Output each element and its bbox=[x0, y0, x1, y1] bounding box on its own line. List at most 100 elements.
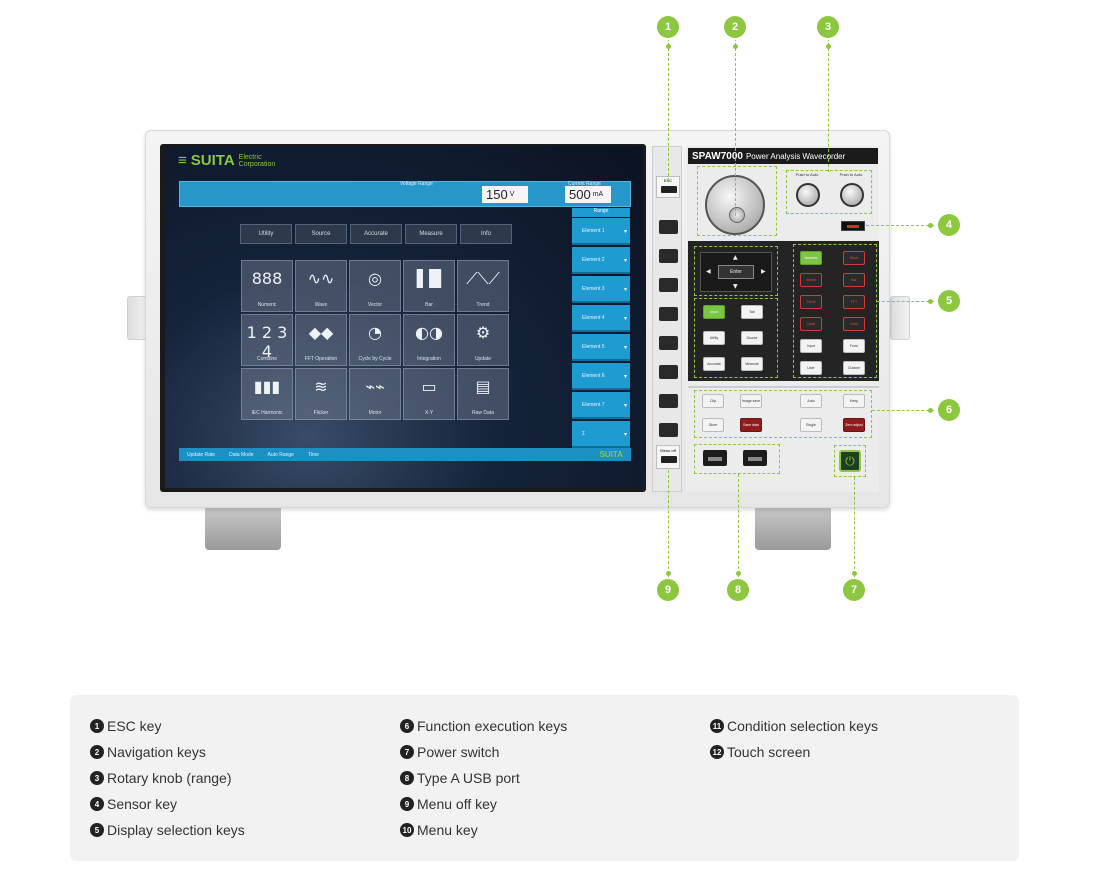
element-button-6[interactable]: Element 6▾ bbox=[572, 363, 630, 390]
voltage-range-knob[interactable] bbox=[796, 183, 820, 207]
display-key-hold[interactable]: Hold bbox=[843, 317, 865, 331]
arrow-up-icon[interactable]: ▲ bbox=[733, 254, 738, 261]
tile-bar[interactable]: ▐▐▌Bar bbox=[403, 260, 455, 312]
menu-key-7[interactable] bbox=[659, 394, 678, 408]
menu-key-3[interactable] bbox=[659, 278, 678, 292]
usb-port-1[interactable] bbox=[703, 450, 727, 466]
tile-x-y[interactable]: ▭X-Y bbox=[403, 368, 455, 420]
screen-tab-accurate[interactable]: Accurate bbox=[350, 224, 402, 244]
function-key-keep[interactable]: Keep bbox=[843, 394, 865, 408]
tile-raw-data[interactable]: ▤Raw Data bbox=[457, 368, 509, 420]
arrow-left-icon[interactable]: ◀ bbox=[706, 268, 711, 275]
usb-port-2[interactable] bbox=[743, 450, 767, 466]
screen-tab-source[interactable]: Source bbox=[295, 224, 347, 244]
display-key-form[interactable]: Form bbox=[843, 339, 865, 353]
display-key-user[interactable]: User bbox=[800, 361, 822, 375]
legend-number: 7 bbox=[400, 745, 414, 759]
display-key-fft[interactable]: FFT bbox=[843, 295, 865, 309]
power-icon: ⏻ bbox=[845, 453, 855, 468]
left-handle bbox=[127, 296, 147, 340]
tile-wave[interactable]: ∿∿Wave bbox=[295, 260, 347, 312]
callout-7: 7 bbox=[843, 579, 865, 601]
screen-tab-utility[interactable]: Utility bbox=[240, 224, 292, 244]
tile-vector[interactable]: ◎Vector bbox=[349, 260, 401, 312]
function-key-image-save[interactable]: Image save bbox=[740, 394, 762, 408]
tile-label: Cycle by Cycle bbox=[358, 356, 392, 362]
arrow-down-icon[interactable]: ▼ bbox=[733, 283, 738, 290]
menu-key-4[interactable] bbox=[659, 307, 678, 321]
power-switch[interactable]: ⏻ bbox=[839, 450, 861, 472]
status-bar: Update Rate Data Mode Auto Range Time SU… bbox=[179, 448, 631, 461]
callout-3: 3 bbox=[817, 16, 839, 38]
tile-label: FFT Operation bbox=[304, 356, 338, 362]
menu-key-1[interactable] bbox=[659, 220, 678, 234]
tile-cycle-by-cycle[interactable]: ◔Cycle by Cycle bbox=[349, 314, 401, 366]
function-key-auto[interactable]: Auto bbox=[800, 394, 822, 408]
tile-fft-operation[interactable]: ◆◆FFT Operation bbox=[295, 314, 347, 366]
legend-label: Display selection keys bbox=[107, 822, 245, 838]
element-button-4[interactable]: Element 4▾ bbox=[572, 305, 630, 332]
tile-trend[interactable]: ⟋⟍⟋Trend bbox=[457, 260, 509, 312]
element-button-8[interactable]: Σ▾ bbox=[572, 421, 630, 448]
legend-number: 2 bbox=[90, 745, 104, 759]
element-button-5[interactable]: Element 5▾ bbox=[572, 334, 630, 361]
function-key-zero-adjust[interactable]: Zero adjust bbox=[843, 418, 865, 432]
tile-integration[interactable]: ◐◑Integration bbox=[403, 314, 455, 366]
status-logo: SUITA bbox=[599, 450, 623, 459]
current-range-knob[interactable] bbox=[840, 183, 864, 207]
callout-6: 6 bbox=[938, 399, 960, 421]
display-key-wave[interactable]: Wave bbox=[843, 251, 865, 265]
menu-key-8[interactable] bbox=[659, 423, 678, 437]
display-key-cycle[interactable]: Cycle bbox=[800, 317, 822, 331]
screen-tab-measure[interactable]: Measure bbox=[405, 224, 457, 244]
tile-label: Update bbox=[474, 356, 492, 362]
navigation-keys[interactable]: ▲ ▼ ◀ ▶ Enter bbox=[700, 252, 772, 292]
display-key-bar[interactable]: Bar bbox=[843, 273, 865, 287]
enter-key[interactable]: Enter bbox=[718, 265, 754, 279]
condition-key-measure[interactable]: Measure bbox=[741, 357, 763, 371]
display-key-vector[interactable]: Vector bbox=[800, 273, 822, 287]
function-key-store[interactable]: Store bbox=[702, 418, 724, 432]
display-key-custom[interactable]: Custom bbox=[843, 361, 865, 375]
screen-tab-info[interactable]: Info bbox=[460, 224, 512, 244]
tile-iec-harmonic[interactable]: ▮▮▮IEC Harmonic bbox=[241, 368, 293, 420]
condition-key-input[interactable]: Input bbox=[703, 305, 725, 319]
condition-key-utility[interactable]: Utility bbox=[703, 331, 725, 345]
display-key-numeric[interactable]: Numeric bbox=[800, 251, 822, 265]
function-key-single[interactable]: Single bbox=[800, 418, 822, 432]
sensor-key[interactable] bbox=[841, 221, 865, 231]
menu-off-key[interactable]: Menu off bbox=[656, 445, 680, 469]
condition-key-source[interactable]: Source bbox=[741, 331, 763, 345]
element-label: Element 2 bbox=[582, 256, 605, 263]
display-key-trend[interactable]: Trend bbox=[800, 295, 822, 309]
function-key-clip[interactable]: Clip bbox=[702, 394, 724, 408]
display-key-input[interactable]: Input bbox=[800, 339, 822, 353]
condition-key-tab[interactable]: Tab bbox=[741, 305, 763, 319]
chevron-down-icon: ▾ bbox=[623, 258, 627, 264]
esc-key[interactable]: ESC bbox=[656, 176, 680, 198]
function-key-save-data[interactable]: Save data bbox=[740, 418, 762, 432]
condition-key-accurate[interactable]: Accurate bbox=[703, 357, 725, 371]
function-keys-outline bbox=[694, 390, 872, 438]
element-button-2[interactable]: Element 2 ▾ bbox=[572, 247, 630, 274]
element-button-7[interactable]: Element 7▾ bbox=[572, 392, 630, 419]
chevron-down-icon: ▾ bbox=[623, 229, 627, 235]
menu-key-6[interactable] bbox=[659, 365, 678, 379]
menu-key-2[interactable] bbox=[659, 249, 678, 263]
tile-flicker[interactable]: ≋Flicker bbox=[295, 368, 347, 420]
menu-key-5[interactable] bbox=[659, 336, 678, 350]
arrow-right-icon[interactable]: ▶ bbox=[761, 268, 766, 275]
legend-number: 11 bbox=[710, 719, 724, 733]
element-button-1[interactable]: Element 1▾ bbox=[572, 218, 630, 245]
element-button-3[interactable]: Element 3▾ bbox=[572, 276, 630, 303]
tile-motor[interactable]: ⌁⌁Motor bbox=[349, 368, 401, 420]
tile-update[interactable]: ⚙Update bbox=[457, 314, 509, 366]
